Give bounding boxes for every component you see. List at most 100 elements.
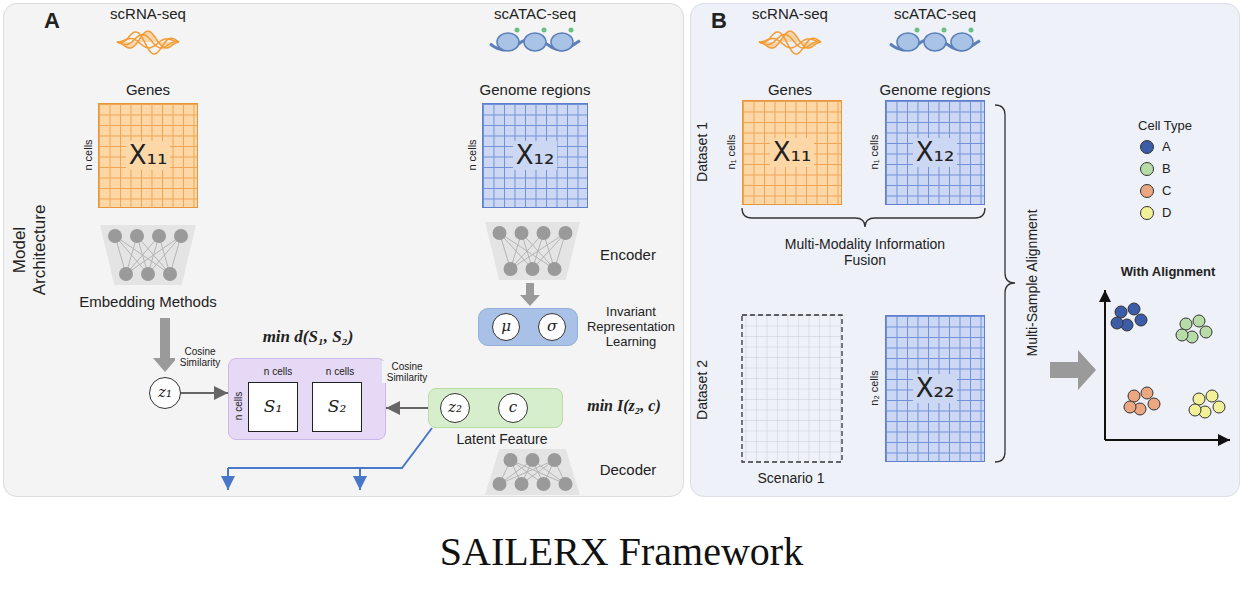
network-body [485,449,580,495]
label: n₁ cells [725,135,738,170]
label: n cells [82,139,95,170]
label: scRNA-seq [110,5,186,22]
cell-dot [1193,393,1205,405]
network-link [533,233,566,269]
network-unit [493,477,507,491]
network-body [100,225,196,285]
cell-dot [1206,390,1218,402]
output-arrow [359,468,361,490]
output-arrow [227,468,229,490]
wave-line [117,38,179,47]
cell-dot [1111,317,1123,329]
network-unit [119,267,133,281]
network-unit [152,229,166,243]
latent-band: μσInvariant Representation Learning [478,308,578,346]
cell-dot [1189,404,1201,416]
network-body [485,222,580,280]
grey-arrow [1050,350,1096,390]
cell-dot [1135,314,1147,326]
chromatin-icon [490,28,980,52]
similarity-box: S₁S₂min d(S₁, S₂) [228,358,386,440]
network-unit [163,267,177,281]
network-unit [108,229,122,243]
network-unit [141,267,155,281]
network-unit [537,226,551,240]
legend-row: D [1140,206,1171,221]
network-unit [174,229,188,243]
embedding-circle: z₁ [149,377,181,409]
node-text: z₂ [448,399,462,416]
param-circle: σ [538,313,566,341]
brace [742,208,985,227]
node-text: S₁ [264,397,282,417]
network-unit [504,453,518,467]
mark-dot [515,28,520,33]
node-text: Scenario 1 [711,470,871,486]
mark-dot [542,28,547,33]
node-text: Latent Feature [447,431,557,447]
label: Decoder [600,461,657,478]
node-text: X₁₁ [770,138,815,168]
nucleosome [897,33,919,51]
node-text: A [44,8,60,33]
node-text: Invariant Representation Learning [581,305,681,350]
mark-dot [969,28,974,33]
nucleosome [497,33,519,51]
label: Genes [126,81,170,98]
legend-swatch [1140,140,1154,154]
network-unit [526,262,540,276]
cell-dot [1141,387,1153,399]
node-text: c [509,399,517,416]
network-link [148,236,181,274]
atac-matrix: X₁₂ [482,103,588,208]
label: With Alignment [1121,265,1216,280]
node-text: S₂ [328,397,346,417]
wave-line [759,32,821,54]
legend-row: C [1140,184,1171,199]
mark-dot [569,28,574,33]
node-text: X₁₂ [513,141,558,171]
param-circle: μ [492,313,520,341]
wave-line [759,31,821,48]
cell-dot [1115,306,1127,318]
wave-line [759,38,821,47]
label: Genome regions [480,81,591,98]
label: n cells [264,366,292,378]
network-unit [548,262,562,276]
label: Dataset 1 [694,122,710,182]
mark-dot [915,28,920,33]
panel-ground [3,3,684,497]
wave-line [117,34,179,48]
panel: X₁₁X₁₂μσInvariant Representation Learnin… [3,3,684,497]
cell-dot [1213,401,1225,413]
panel-ground [690,3,1240,497]
cell-dot [1180,318,1192,330]
node-text: X₁₂ [913,138,958,168]
network-unit [515,477,529,491]
legend-text: A [1162,140,1171,155]
scatter-dots [1111,303,1225,418]
node-text: X₂₂ [913,374,958,404]
node-text: min I(z₂, c) [569,397,679,415]
legend-row: A [1140,140,1171,155]
grey-arrow [153,318,177,372]
edge-label: Cosine Similarity [175,346,225,368]
plot-axis [1104,290,1106,440]
latent-circle: z₂ [440,393,470,423]
rna-matrix: X₁₁ [98,103,198,208]
legend-text: C [1162,184,1171,199]
mark-dot [942,28,947,33]
missing-matrix [742,315,842,462]
edge-label: Cosine Similarity [382,361,432,383]
label: Multi-Sample Alignment [1024,173,1040,393]
network-unit [515,226,529,240]
node-text: B [711,8,727,33]
atac-matrix: X₂₂ [885,315,985,462]
rna-wave [117,31,821,54]
network-unit [504,262,518,276]
network-unit [559,226,573,240]
cell-dot [1148,398,1160,410]
plot-axis [1105,439,1230,441]
label: n₁ cells [868,135,881,170]
